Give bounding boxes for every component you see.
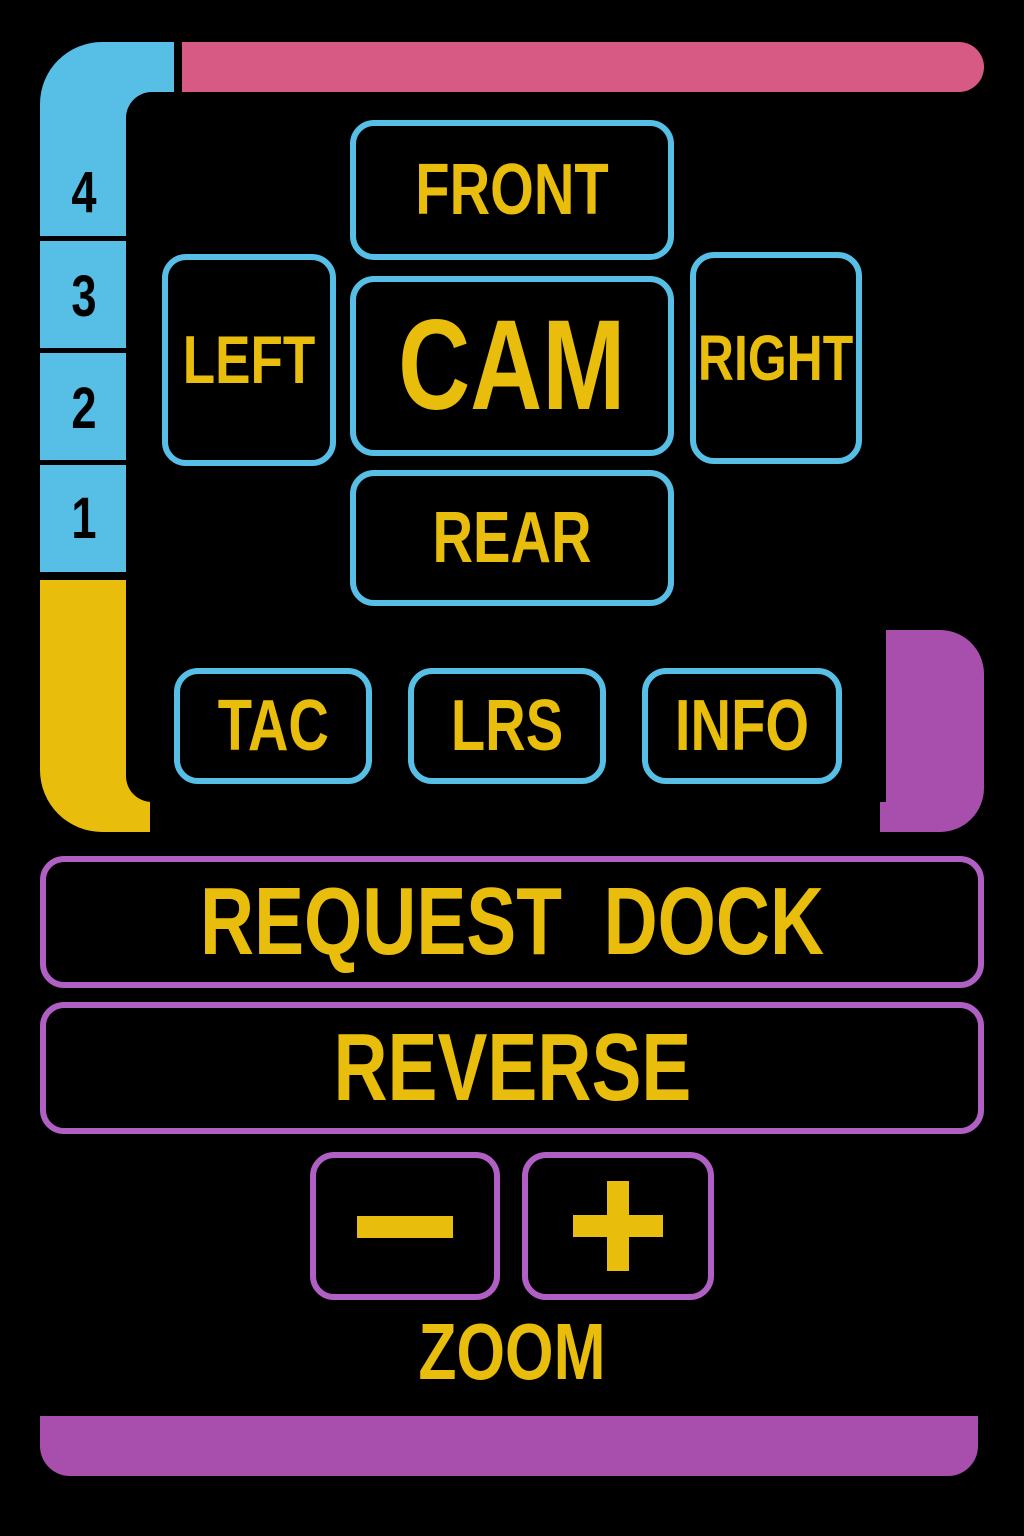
mode-tac-button[interactable]: TAC (174, 668, 372, 784)
cam-left-label: LEFT (182, 322, 316, 398)
mode-lrs-label: LRS (450, 686, 564, 766)
sidebar-item-3[interactable]: 3 (71, 264, 97, 329)
cam-center-button[interactable]: CAM (350, 276, 674, 456)
request-dock-button[interactable]: REQUEST DOCK (40, 856, 984, 988)
cam-center-label: CAM (398, 294, 626, 437)
cam-front-label: FRONT (415, 150, 609, 230)
cam-rear-label: REAR (432, 498, 592, 578)
zoom-label-wrap: ZOOM (300, 1312, 724, 1392)
mode-tac-label: TAC (217, 686, 329, 766)
top-frame-bar (182, 42, 984, 92)
sidebar-item-4[interactable]: 4 (71, 160, 97, 225)
bottom-frame-bar (40, 1416, 978, 1476)
zoom-in-button[interactable] (522, 1152, 714, 1300)
zoom-out-button[interactable] (310, 1152, 500, 1300)
cam-left-button[interactable]: LEFT (162, 254, 336, 466)
cam-right-label: RIGHT (698, 322, 854, 394)
minus-icon (357, 1178, 453, 1274)
sidebar-separator (40, 236, 130, 241)
sidebar-item-2[interactable]: 2 (71, 376, 97, 441)
mode-info-button[interactable]: INFO (642, 668, 842, 784)
sidebar-separator (40, 348, 130, 353)
sidebar-separator (40, 572, 130, 577)
plus-icon (573, 1181, 663, 1271)
cam-rear-button[interactable]: REAR (350, 470, 674, 606)
request-dock-label: REQUEST DOCK (199, 868, 825, 975)
cam-front-button[interactable]: FRONT (350, 120, 674, 260)
reverse-label: REVERSE (333, 1014, 691, 1121)
sidebar-item-1[interactable]: 1 (71, 486, 97, 551)
zoom-label: ZOOM (418, 1307, 606, 1396)
reverse-button[interactable]: REVERSE (40, 1002, 984, 1134)
mode-info-label: INFO (674, 686, 810, 766)
cam-right-button[interactable]: RIGHT (690, 252, 862, 464)
sidebar-separator (40, 460, 130, 465)
mode-lrs-button[interactable]: LRS (408, 668, 606, 784)
